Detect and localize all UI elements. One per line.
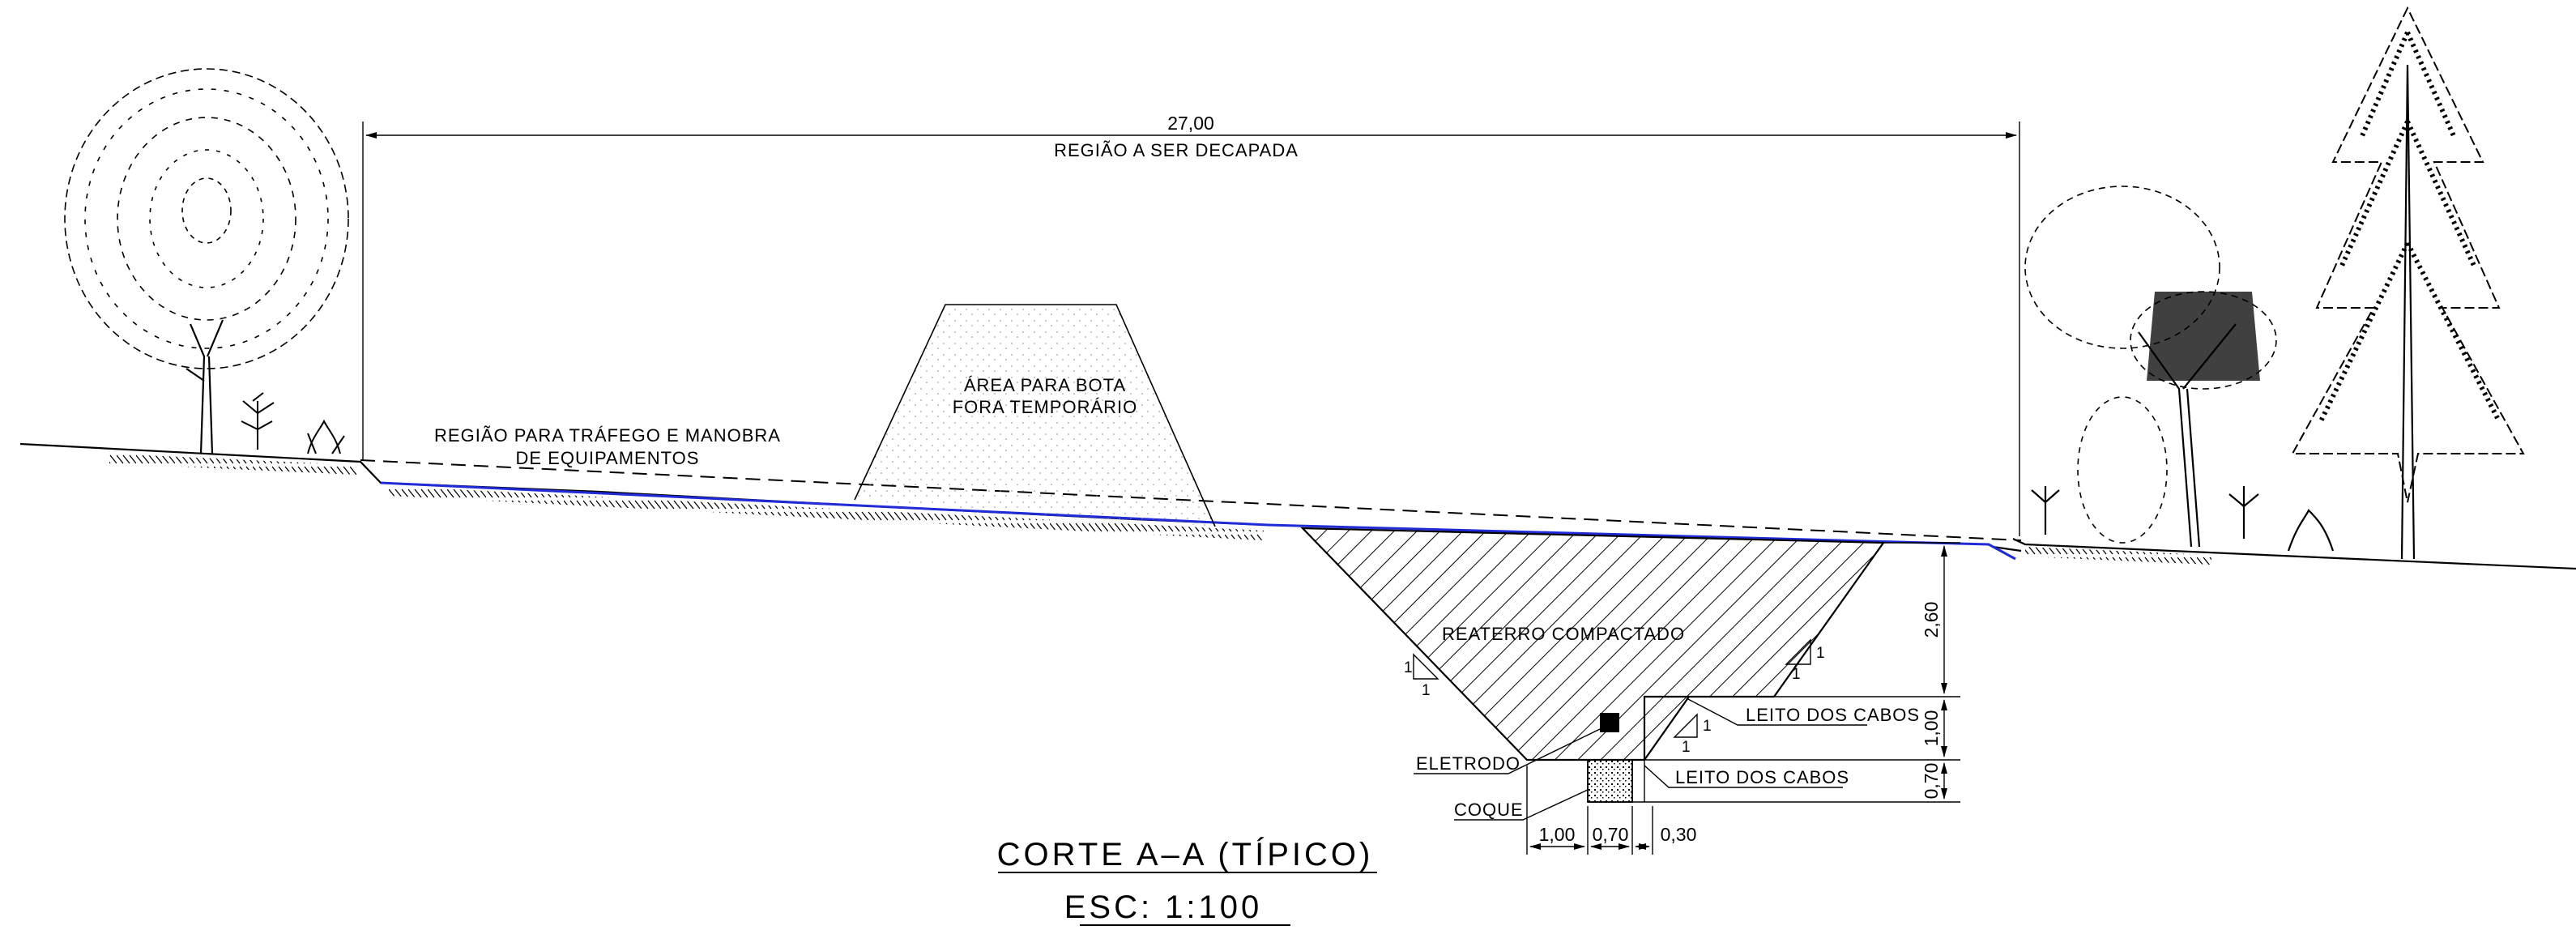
tree-right-small-icon (2024, 186, 2335, 552)
traffic-region-label-2: DE EQUIPAMENTOS (516, 448, 700, 468)
section-title: CORTE A–A (TÍPICO) ESC: 1:100 (997, 836, 1377, 926)
cable-bed-lower-callout: LEITO DOS CABOS (1644, 765, 1849, 788)
coke-callout: COQUE (1454, 789, 1589, 821)
electrode-icon (1600, 713, 1619, 732)
depth-lower-label: 0,70 (1921, 763, 1942, 800)
cable-bed-upper-callout: LEITO DOS CABOS (1686, 697, 1920, 726)
svg-text:1: 1 (1682, 739, 1691, 756)
spoil-area-label-2: FORA TEMPORÁRIO (953, 397, 1138, 417)
svg-text:1: 1 (1816, 645, 1825, 662)
slope-indicator-right: 1 1 (1785, 638, 1825, 683)
svg-text:ELETRODO: ELETRODO (1416, 753, 1520, 774)
electrode-callout: ELETRODO (1414, 728, 1601, 774)
backfill-label: REATERRO COMPACTADO (1442, 624, 1685, 644)
tree-right-icon (2291, 6, 2525, 560)
traffic-region-label-1: REGIÃO PARA TRÁFEGO E MANOBRA (434, 425, 781, 446)
depth-dimensions: 2,60 1,00 0,70 (1644, 542, 1960, 803)
bottom-dimensions: 1,00 0,70 0,30 (1526, 766, 1697, 855)
depth-total-label: 2,60 (1921, 602, 1942, 638)
svg-text:LEITO DOS CABOS: LEITO DOS CABOS (1746, 705, 1920, 725)
tree-left-icon (64, 68, 349, 454)
strip-region-label: REGIÃO A SER DECAPADA (1054, 140, 1299, 160)
svg-text:1: 1 (1422, 682, 1431, 699)
traffic-dashed-line (360, 459, 2022, 541)
spoil-area-label-1: ÁREA PARA BOTA (964, 375, 1126, 395)
trench-inner-step (1643, 695, 1689, 760)
title-scale: ESC: 1:100 (1064, 889, 1263, 925)
svg-text:COQUE: COQUE (1454, 800, 1524, 820)
width-c-label: 0,30 (1661, 824, 1697, 845)
svg-text:1: 1 (1703, 718, 1712, 735)
width-dimension: 27,00 REGIÃO A SER DECAPADA (362, 113, 2020, 536)
svg-text:LEITO DOS CABOS: LEITO DOS CABOS (1675, 767, 1849, 787)
ground-profile-line (380, 481, 2016, 561)
title-main: CORTE A–A (TÍPICO) (997, 836, 1374, 872)
slope-indicator-inner: 1 1 (1673, 713, 1712, 756)
width-a-label: 1,00 (1539, 824, 1576, 845)
slope-indicator-left: 1 1 (1404, 653, 1439, 699)
coke-block (1587, 759, 1633, 803)
width-b-label: 0,70 (1593, 824, 1629, 845)
depth-upper-label: 1,00 (1921, 710, 1942, 747)
svg-text:1: 1 (1792, 666, 1801, 683)
spoil-area-shape (854, 304, 1216, 527)
width-dim-label: 27,00 (1167, 113, 1214, 134)
svg-text:1: 1 (1404, 659, 1413, 676)
shrub-left-icon (241, 392, 345, 454)
